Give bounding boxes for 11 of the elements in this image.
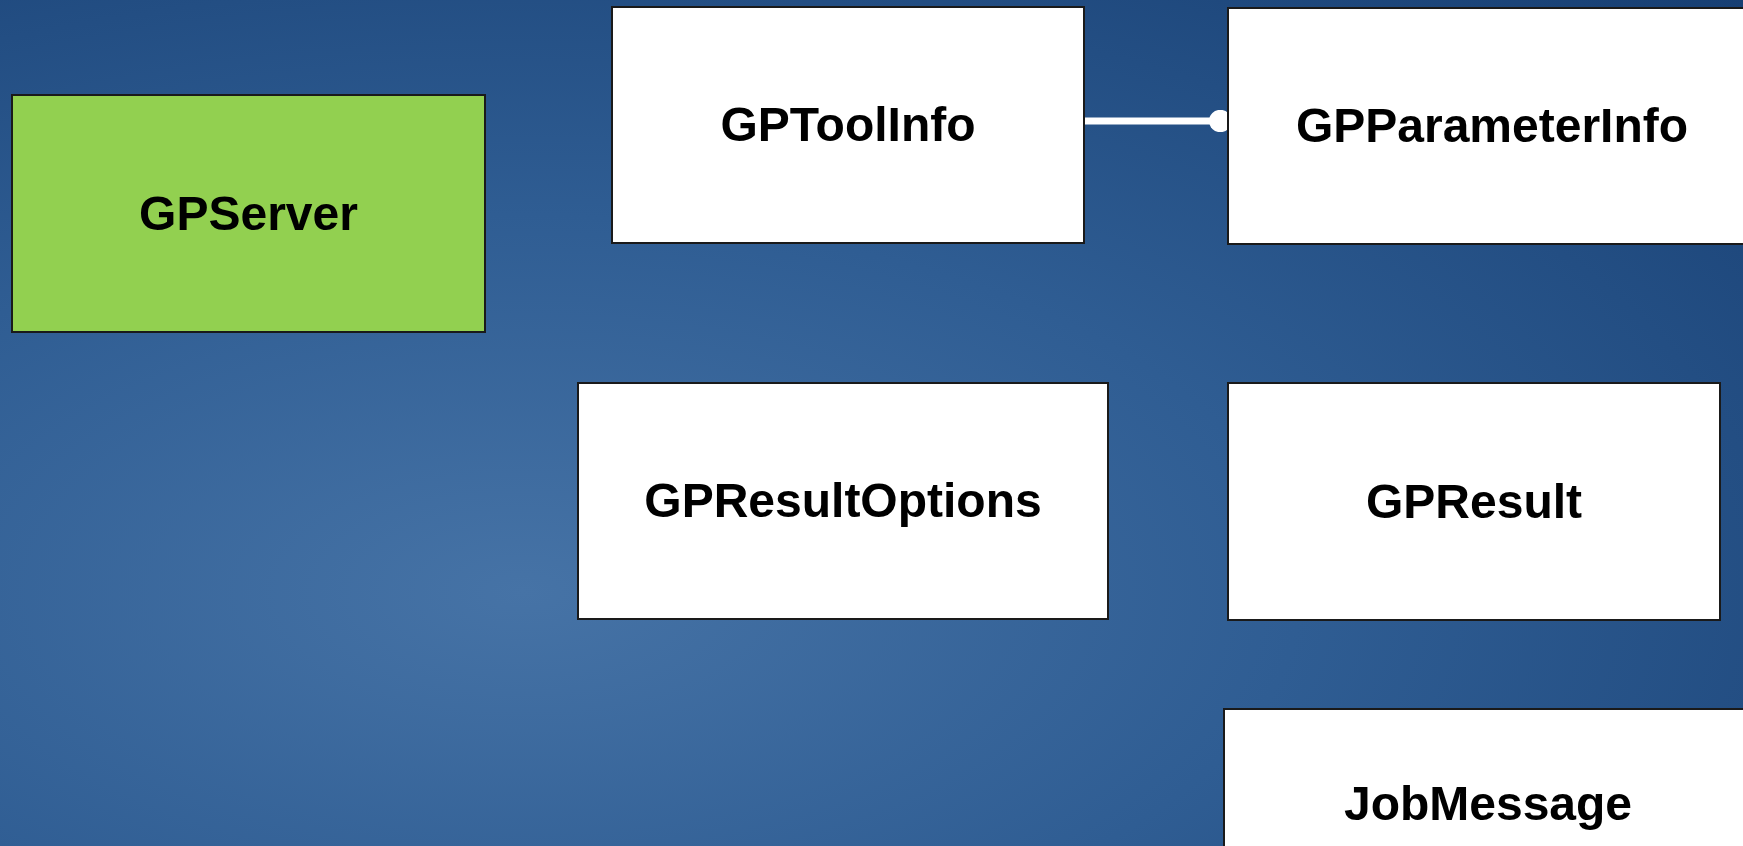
class-name: GPParameterInfo (1295, 98, 1689, 154)
class-box (1227, 7, 1743, 245)
class-box (11, 94, 486, 333)
class-box (1227, 382, 1721, 621)
class-box (611, 6, 1085, 244)
class-name: GPServer (139, 185, 358, 242)
class-box (577, 382, 1109, 620)
class-name: JobMessage (1343, 776, 1633, 832)
class-name: GPResult (1365, 473, 1582, 530)
class-name: GPToolInfo (720, 97, 976, 153)
class-name: GPResultOptions (644, 473, 1042, 529)
